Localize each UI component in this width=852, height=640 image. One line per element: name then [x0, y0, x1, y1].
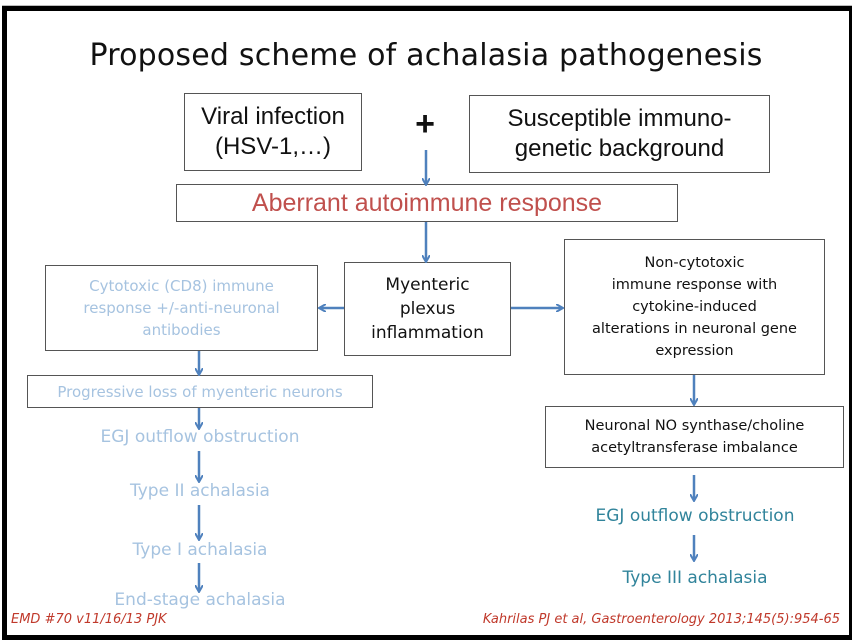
imbalance-line1: Neuronal NO synthase/choline: [584, 418, 805, 434]
susceptible-line1: Susceptible immuno-: [507, 105, 732, 132]
left-end-stage-achalasia: End-stage achalasia: [114, 590, 286, 610]
footer-slide-id: EMD #70 v11/16/13 PJK: [11, 612, 167, 627]
autoimmune-response-label: Aberrant autoimmune response: [251, 188, 603, 217]
viral-infection-line1: Viral infection: [201, 103, 345, 130]
susceptible-background-box: Susceptible immuno- genetic background: [469, 95, 770, 173]
myenteric-line3: inflammation: [371, 323, 484, 343]
right-egj-obstruction: EGJ outflow obstruction: [595, 506, 795, 526]
top-rule: [2, 5, 852, 6]
viral-infection-box: Viral infection (HSV-1,…): [184, 93, 362, 171]
noncytotoxic-line1: Non-cytotoxic: [644, 255, 745, 271]
noncytotoxic-line3: cytokine-induced: [632, 299, 757, 315]
nos-chat-imbalance-box: Neuronal NO synthase/choline acetyltrans…: [545, 406, 844, 468]
neuron-loss-label: Progressive loss of myenteric neurons: [57, 382, 343, 401]
cytotoxic-line1: Cytotoxic (CD8) immune: [89, 277, 274, 295]
noncytotoxic-line2: immune response with: [611, 277, 778, 293]
imbalance-line2: acetyltransferase imbalance: [591, 440, 798, 456]
cytotoxic-response-box: Cytotoxic (CD8) immune response +/-anti-…: [45, 265, 318, 351]
footer-citation: Kahrilas PJ et al, Gastroenterology 2013…: [482, 612, 840, 627]
plus-sign: +: [415, 105, 435, 143]
cytotoxic-line3: antibodies: [142, 321, 221, 339]
noncytotoxic-response-box: Non-cytotoxic immune response with cytok…: [564, 239, 825, 375]
noncytotoxic-line5: expression: [655, 343, 734, 359]
myenteric-line1: Myenteric: [385, 275, 470, 295]
myenteric-line2: plexus: [399, 299, 456, 319]
slide-title: Proposed scheme of achalasia pathogenesi…: [89, 38, 763, 73]
susceptible-line2: genetic background: [514, 135, 725, 162]
neuron-loss-box: Progressive loss of myenteric neurons: [27, 375, 373, 408]
right-type-iii-achalasia: Type III achalasia: [622, 568, 768, 588]
left-type-ii-achalasia: Type II achalasia: [130, 481, 270, 501]
left-type-i-achalasia: Type I achalasia: [132, 540, 268, 560]
noncytotoxic-line4: alterations in neuronal gene: [592, 321, 797, 337]
cytotoxic-line2: response +/-anti-neuronal: [83, 299, 280, 317]
viral-infection-line2: (HSV-1,…): [214, 133, 331, 160]
top-margin: [0, 0, 852, 6]
left-egj-obstruction: EGJ outflow obstruction: [100, 427, 300, 447]
